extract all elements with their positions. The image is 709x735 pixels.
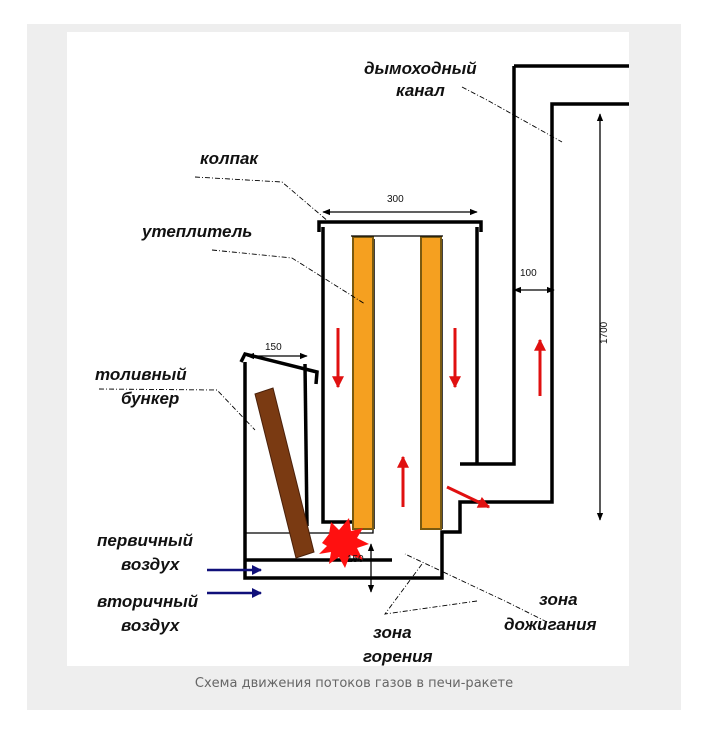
dim-channel-height: 150: [347, 554, 364, 565]
fuel-grate-line: [245, 529, 374, 534]
label-afterburn-1: зона: [539, 590, 578, 609]
cap: [317, 220, 483, 232]
label-chimney-1: дымоходный: [364, 59, 477, 78]
label-combustion-1: зона: [373, 623, 412, 642]
dim-cap-width: 300: [387, 194, 404, 205]
label-bunker-1: толивный: [95, 365, 187, 384]
label-bunker-2: бункер: [121, 389, 179, 408]
label-primary-air-2: воздух: [121, 555, 181, 574]
figure: 300 150 100 1700 150 дымоходный канал ко…: [27, 24, 681, 710]
diagram-panel: 300 150 100 1700 150 дымоходный канал ко…: [67, 32, 629, 666]
drum-left-wall: [321, 227, 357, 524]
label-cap: колпак: [200, 149, 259, 168]
chimney-outer-wall: [460, 66, 516, 466]
flame-burst-icon: [319, 518, 369, 568]
rocket-stove-diagram: 300 150 100 1700 150 дымоходный канал ко…: [95, 59, 629, 666]
figure-caption: Схема движения потоков газов в печи-раке…: [194, 676, 514, 691]
label-afterburn-2: дожигания: [504, 615, 597, 634]
insulation-left: [352, 236, 374, 530]
fuel-log: [254, 387, 315, 559]
dim-height: 1700: [599, 321, 610, 344]
flow-arrow-exit: [446, 485, 491, 509]
label-primary-air-1: первичный: [97, 531, 194, 550]
dim-channel-gap: 100: [520, 268, 537, 279]
label-chimney-2: канал: [396, 81, 445, 100]
bunker-right-wall: [303, 363, 309, 527]
label-combustion-2: горения: [363, 647, 433, 666]
label-insulation: утеплитель: [141, 222, 252, 241]
label-secondary-air-1: вторичный: [97, 592, 199, 611]
dim-bunker-width: 150: [265, 342, 282, 353]
bunker-lid: [239, 351, 319, 385]
insulation-right: [420, 236, 442, 530]
label-secondary-air-2: воздух: [121, 616, 181, 635]
outer-wall: [243, 102, 629, 580]
